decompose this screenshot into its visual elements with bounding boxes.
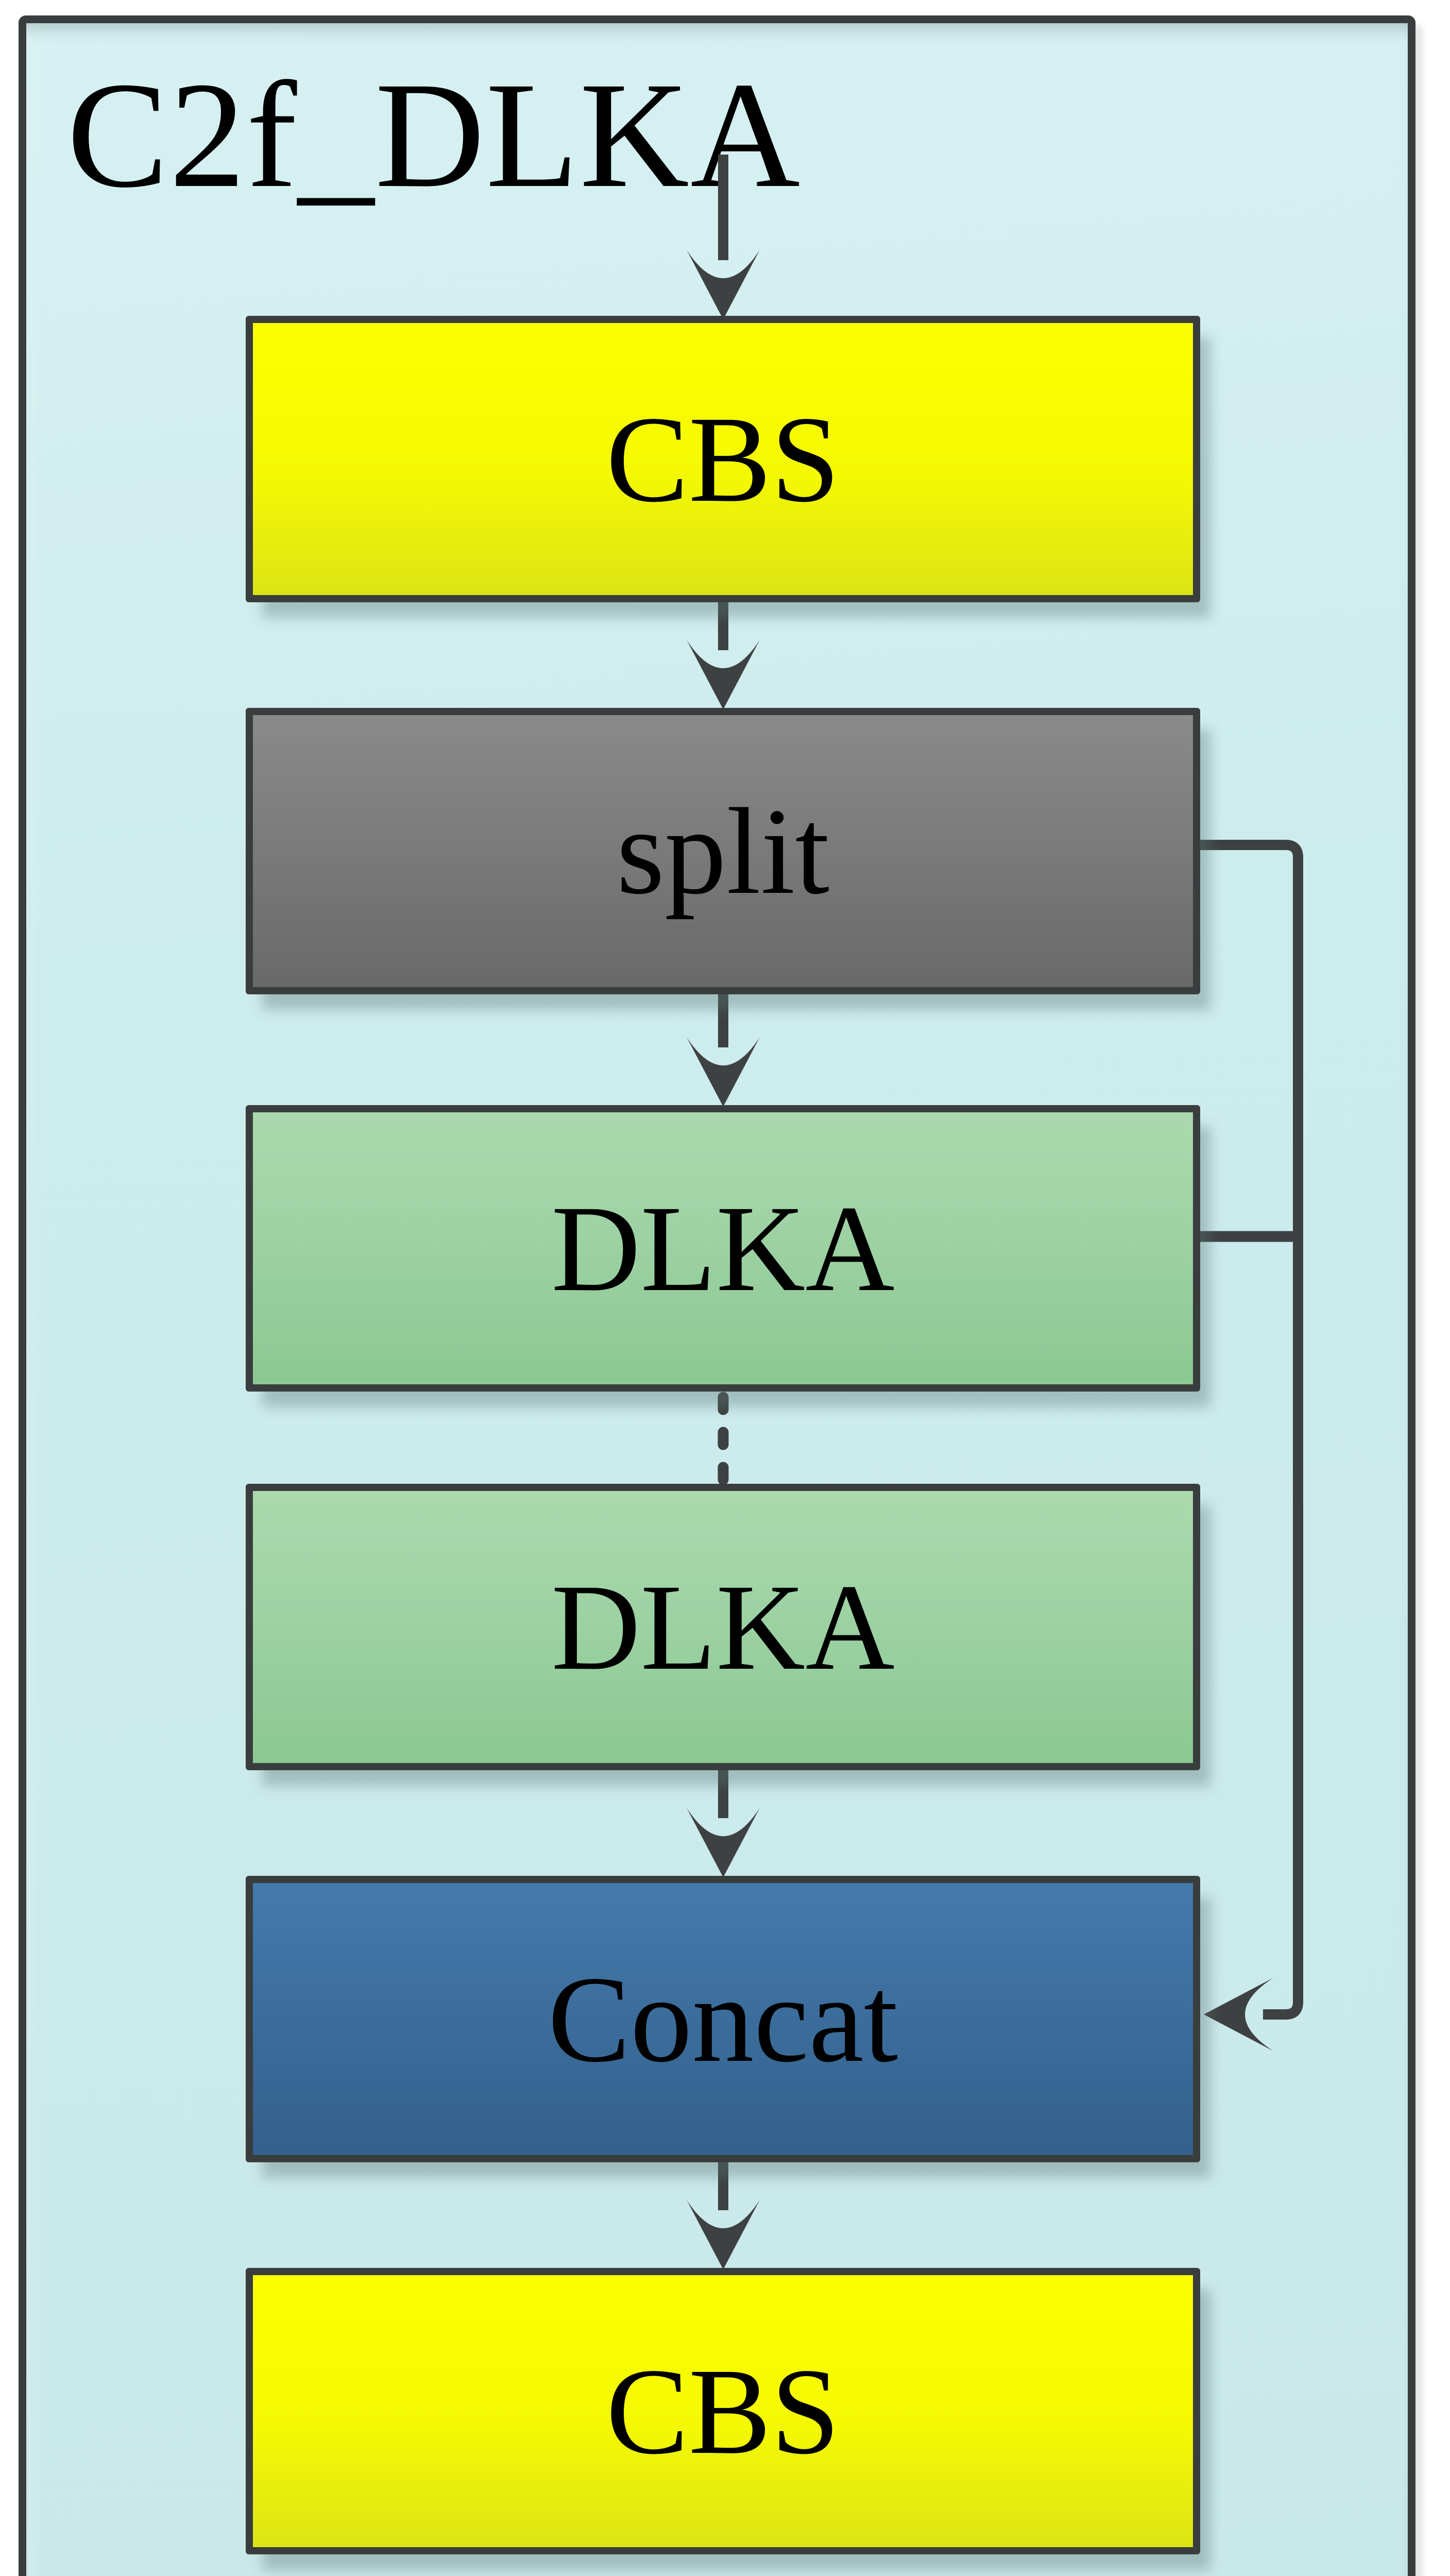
node-cbs-2-label: CBS	[606, 2343, 840, 2480]
node-concat: Concat	[246, 1876, 1200, 2162]
node-dlka-1: DLKA	[246, 1105, 1200, 1392]
node-concat-label: Concat	[548, 1951, 898, 2088]
node-dlka-2: DLKA	[246, 1484, 1200, 1770]
node-split: split	[246, 708, 1200, 994]
node-split-label: split	[616, 783, 830, 920]
module-title: C2f_DLKA	[67, 50, 801, 219]
node-dlka-2-label: DLKA	[551, 1558, 895, 1696]
node-cbs-1-label: CBS	[606, 391, 840, 528]
node-cbs-1: CBS	[246, 316, 1200, 602]
node-cbs-2: CBS	[246, 2268, 1200, 2554]
node-dlka-1-label: DLKA	[551, 1180, 895, 1317]
